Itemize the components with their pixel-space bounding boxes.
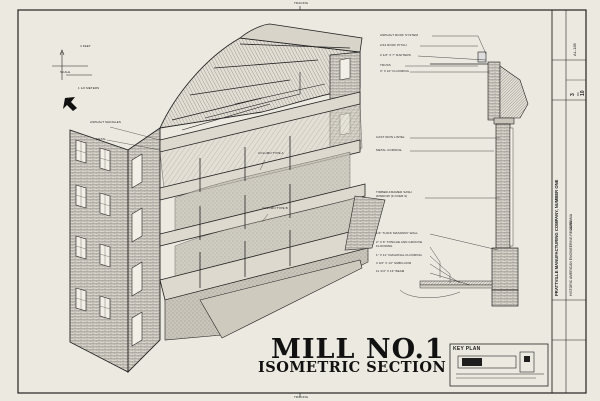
callout-roof-pitch: 2/12 ROOF PITCH bbox=[380, 43, 407, 47]
key-plan bbox=[449, 343, 549, 387]
callout-flooring-top: 3" X 10" FLOORING bbox=[380, 69, 410, 73]
callout-truss: TRUSS bbox=[380, 63, 391, 67]
scale-label: SCALE bbox=[60, 70, 71, 74]
callout-cornice: METAL CORNICE bbox=[376, 148, 402, 152]
scale-meters: 1 1/2 METERS bbox=[78, 86, 100, 90]
sheet-border bbox=[17, 9, 587, 394]
bottom-mark: TRACING bbox=[294, 395, 309, 399]
title-block bbox=[551, 10, 586, 393]
detail-leaders bbox=[399, 35, 500, 298]
sheet-total: 10 bbox=[580, 90, 586, 96]
north-arrow bbox=[52, 49, 92, 80]
columns bbox=[199, 136, 291, 288]
scale-feet: 4 FEET bbox=[80, 44, 91, 48]
callout-column-b: COLUMN TYPE B bbox=[262, 206, 288, 210]
facade-windows bbox=[75, 139, 143, 347]
wall-section-detail bbox=[419, 51, 529, 307]
pointer-arrow bbox=[63, 97, 77, 111]
drawing-subtitle: ISOMETRIC SECTION bbox=[258, 359, 447, 376]
callout-beam: 11 3/4" X 13" BEAM bbox=[376, 269, 405, 273]
callout-lintel: CAST IRON LINTEL bbox=[376, 135, 405, 139]
callout-rafters: 2 1/2" X 7" RAFTERS bbox=[380, 53, 411, 57]
callout-masonry-wall: 1/4" THICK MASONRY WALL bbox=[376, 231, 419, 235]
floor-three bbox=[159, 91, 363, 199]
callout-metal: METAL bbox=[96, 137, 107, 141]
callout-shingles: ASPHALT SHINGLES bbox=[90, 120, 121, 124]
title-block-project: PRATTVILLE MANUFACTURING COMPANY, NUMBER… bbox=[554, 179, 559, 296]
callout-tongue-groove: 2" X 6" TONGUE AND GROOVE FLOORING bbox=[376, 240, 423, 248]
key-plan-label: KEY PLAN bbox=[453, 346, 481, 352]
callout-roof-system: ASPHALT ROOF SYSTEM bbox=[380, 33, 418, 37]
callout-diagonal-flooring: 1" X 11" DIAGONAL FLOORING bbox=[376, 253, 422, 257]
haer-number: AL-185 bbox=[572, 43, 577, 56]
callout-sash-window: TIMBER-FRAMED SASH WINDOW (9 over 9) bbox=[376, 190, 412, 198]
callout-column-a: COLUMN TYPE A bbox=[258, 151, 284, 155]
roof bbox=[159, 23, 363, 131]
callout-subfloor: 3 3/4" X 13" SUBFLOOR bbox=[376, 261, 412, 265]
title-block-survey: HISTORIC AMERICAN ENGINEERING RECORD bbox=[569, 220, 573, 296]
title-block-state: ALABAMA bbox=[569, 213, 573, 230]
drawing-title: MILL NO.1 bbox=[271, 334, 445, 365]
top-mark-left: TRACING bbox=[294, 1, 309, 5]
